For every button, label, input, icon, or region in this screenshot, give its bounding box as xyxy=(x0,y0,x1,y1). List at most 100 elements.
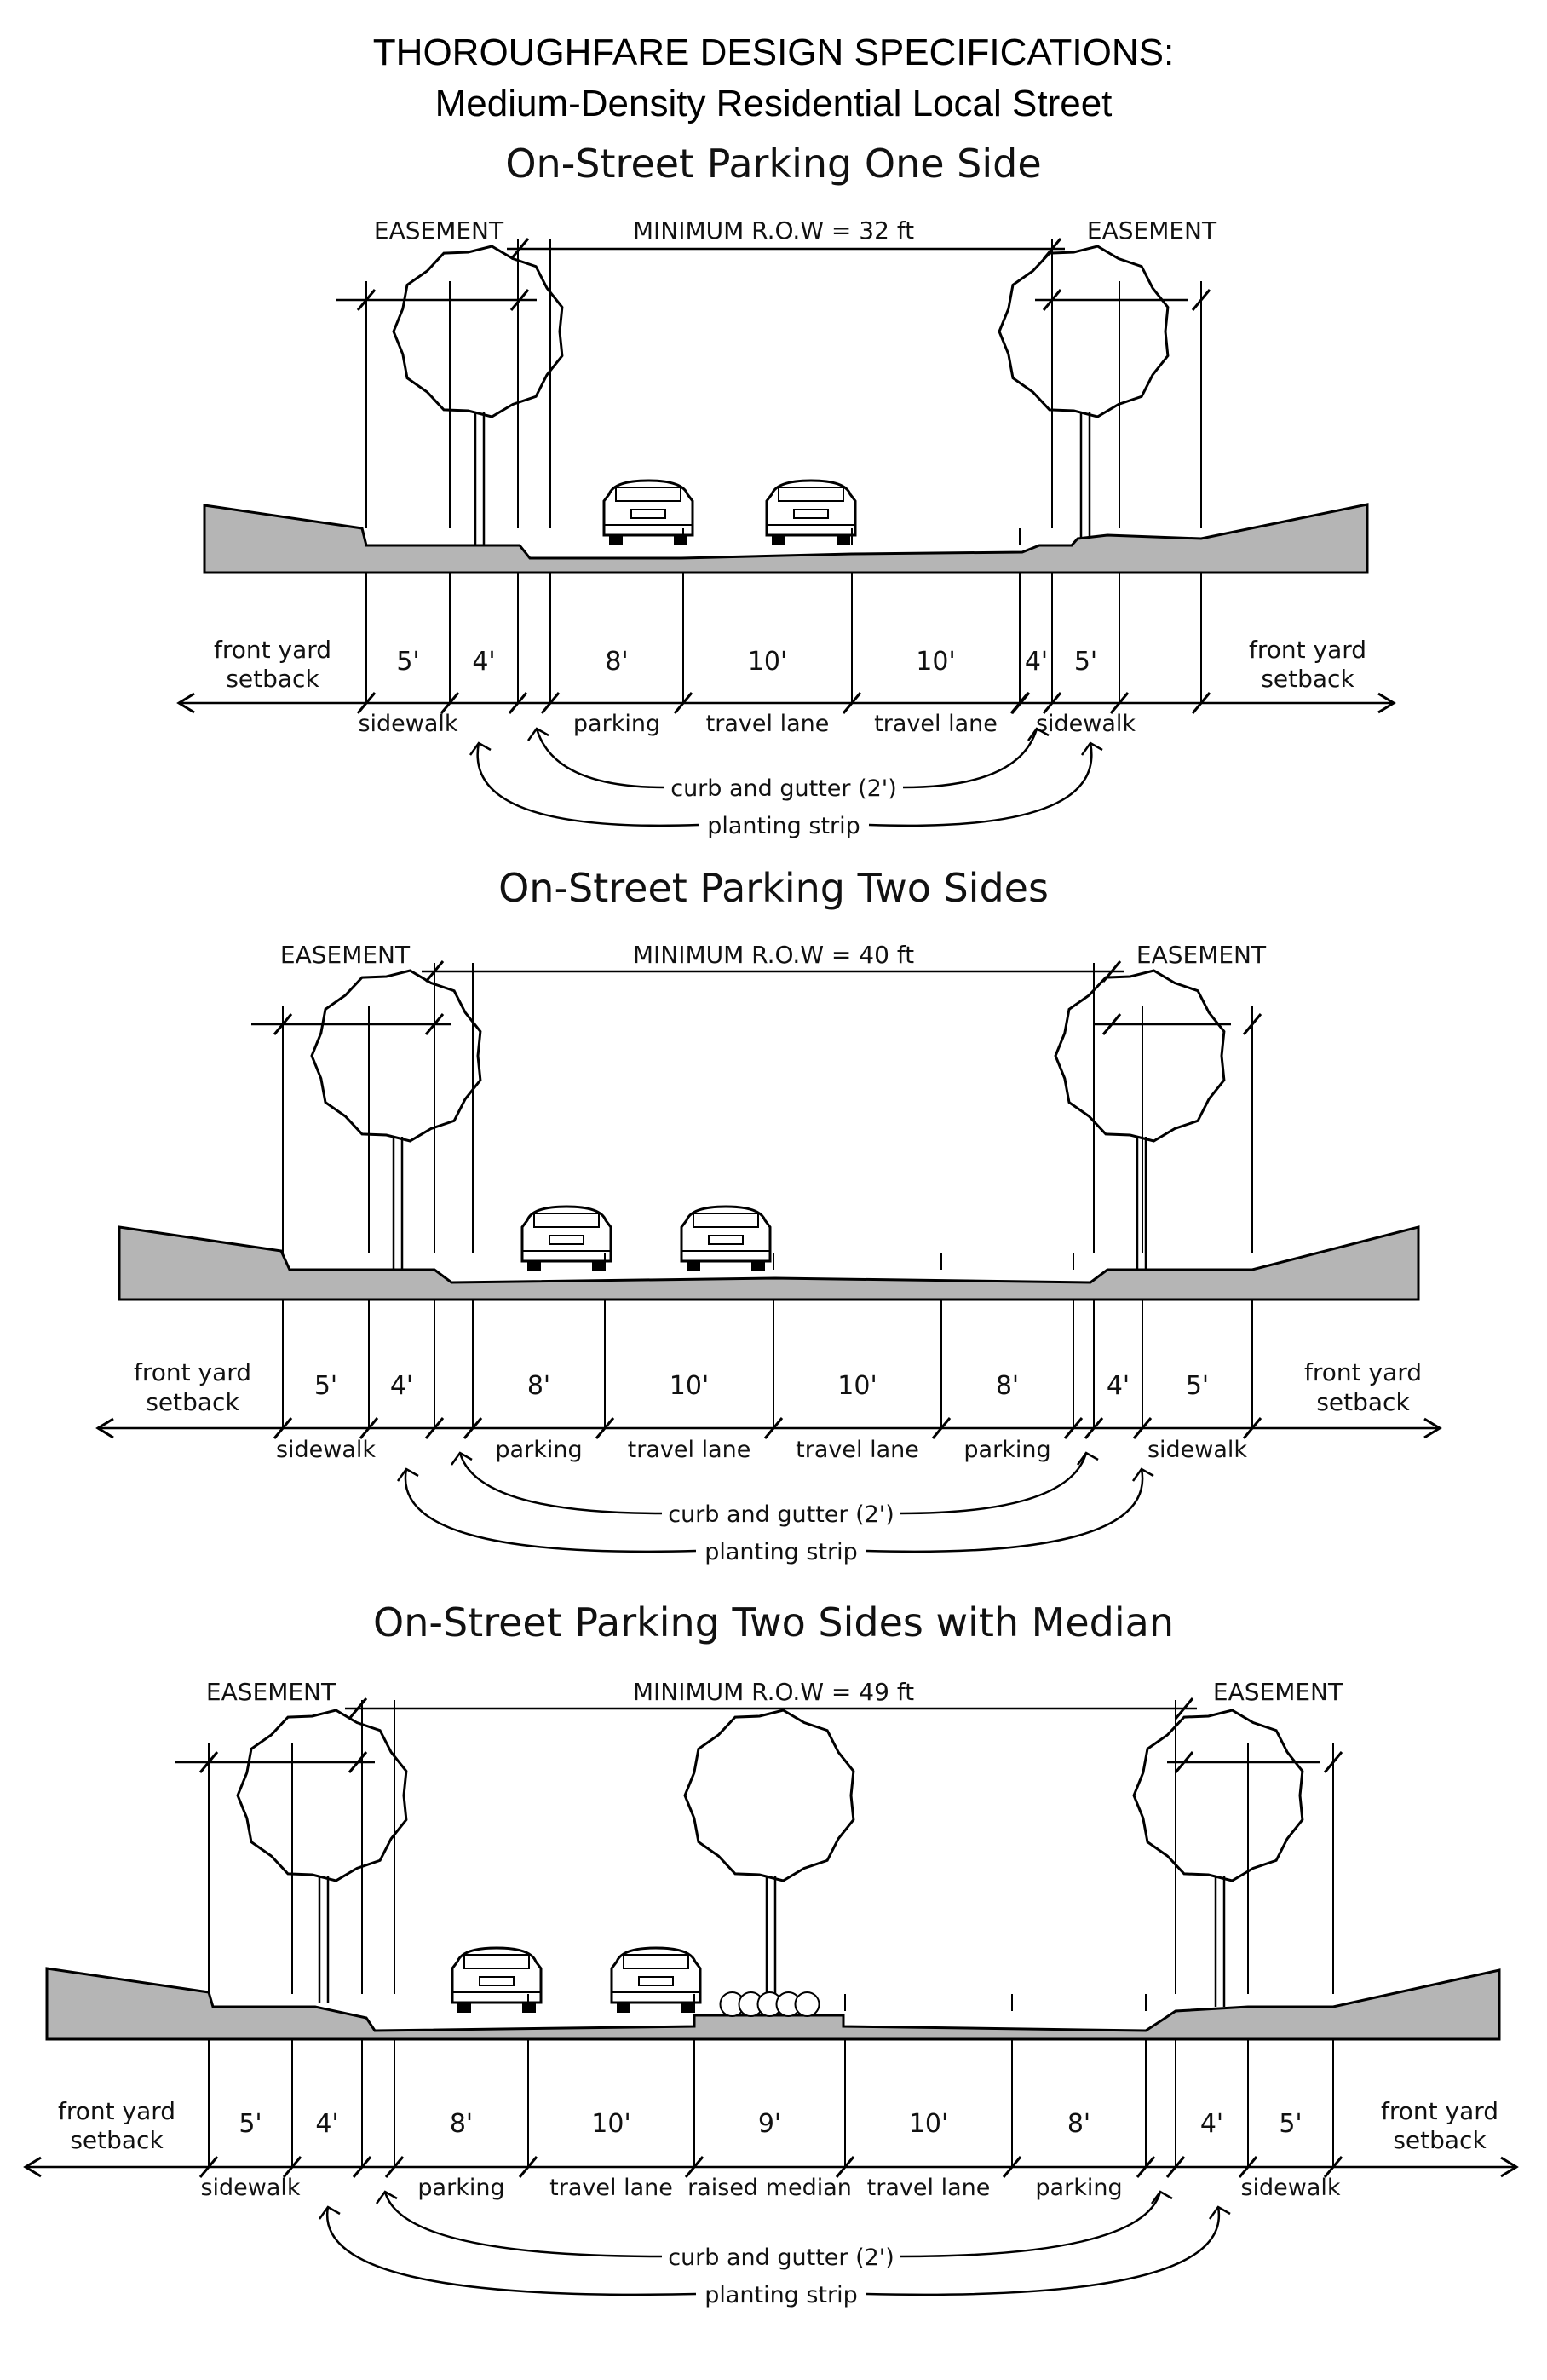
dimension-tick xyxy=(1174,1751,1194,1773)
segment-label: raised median xyxy=(687,2175,852,2201)
car-wheel xyxy=(617,2003,630,2013)
segment-width: 8' xyxy=(527,1371,550,1401)
segment-width: 10' xyxy=(591,2109,630,2139)
setback-label-right: setback xyxy=(1393,2126,1487,2154)
curb-callout-left xyxy=(535,728,665,789)
segment-label: sidewalk xyxy=(1036,711,1136,737)
car-plate xyxy=(549,1235,584,1245)
car-plate xyxy=(479,1976,515,1986)
planting-callout-left xyxy=(404,1468,697,1553)
curb-callout-left xyxy=(383,2191,663,2258)
segment-width: 4' xyxy=(390,1371,413,1401)
segment-label: travel lane xyxy=(874,711,998,737)
easement-label-left: EASEMENT xyxy=(280,941,411,969)
median-shrub xyxy=(794,1991,820,2017)
street-section-3: On-Street Parking Two Sides with MedianE… xyxy=(23,1599,1519,2308)
car-windshield xyxy=(693,1213,759,1228)
setback-label-right: setback xyxy=(1316,1388,1410,1416)
page-subtitle: Medium-Density Residential Local Street xyxy=(435,83,1113,124)
row-label: MINIMUM R.O.W = 40 ft xyxy=(633,941,914,969)
ground-section xyxy=(45,1967,1501,2041)
dimension-tick xyxy=(509,238,530,260)
segment-label: parking xyxy=(573,711,660,737)
segment-width: 4' xyxy=(1025,647,1048,677)
dimension-tick xyxy=(348,1751,368,1773)
curb-callout-left xyxy=(458,1452,663,1515)
segment-label: sidewalk xyxy=(200,2175,300,2201)
setback-label-right: setback xyxy=(1261,665,1354,693)
segment-width: 4' xyxy=(315,2109,338,2139)
tree-crown xyxy=(392,245,564,418)
setback-label-left: front yard xyxy=(58,2097,175,2125)
section-title: On-Street Parking Two Sides with Median xyxy=(373,1599,1174,1645)
segment-label: sidewalk xyxy=(358,711,457,737)
segment-width: 8' xyxy=(1067,2109,1090,2139)
arrow-head xyxy=(1423,1417,1442,1439)
segment-width: 4' xyxy=(1200,2109,1223,2139)
car xyxy=(602,479,694,545)
segment-width: 10' xyxy=(909,2109,948,2139)
segment-label: sidewalk xyxy=(1147,1437,1247,1463)
setback-label-left: front yard xyxy=(134,1358,251,1386)
car-plate xyxy=(630,509,666,519)
curb-gutter-label: curb and gutter (2') xyxy=(668,2245,894,2271)
segment-width: 5' xyxy=(1279,2109,1302,2139)
segment-width: 8' xyxy=(996,1371,1019,1401)
callout-arrow-head xyxy=(1131,1467,1154,1482)
car-windshield xyxy=(623,1954,689,1969)
tree-crown xyxy=(1054,969,1226,1143)
planting-callout-left xyxy=(325,2206,697,2296)
setback-label-left: setback xyxy=(70,2126,164,2154)
section-title: On-Street Parking One Side xyxy=(505,141,1041,187)
car xyxy=(520,1205,612,1271)
car-wheel xyxy=(527,1261,541,1271)
segment-width: 10' xyxy=(916,647,955,677)
car-wheel xyxy=(751,1261,765,1271)
segment-width: 8' xyxy=(450,2109,473,2139)
car xyxy=(451,1946,543,2013)
arrow-head xyxy=(1500,2156,1519,2178)
curb-gutter-label: curb and gutter (2') xyxy=(670,775,897,802)
tree-crown xyxy=(998,245,1170,418)
car-windshield xyxy=(463,1954,530,1969)
callout-arrow-head xyxy=(526,727,549,741)
callout-arrow-head xyxy=(1076,1451,1099,1466)
segment-label: travel lane xyxy=(796,1437,919,1463)
car-wheel xyxy=(837,535,850,545)
segment-label: travel lane xyxy=(628,1437,751,1463)
callout-arrow-head xyxy=(469,741,492,756)
segment-width: 5' xyxy=(314,1371,337,1401)
segment-label: sidewalk xyxy=(276,1437,376,1463)
planting-callout-right xyxy=(866,1468,1144,1553)
segment-width: 10' xyxy=(748,647,787,677)
car-wheel xyxy=(457,2003,471,2013)
segment-width: 5' xyxy=(1074,647,1097,677)
arrow-head xyxy=(95,1417,114,1439)
arrow-head xyxy=(176,692,195,714)
car-wheel xyxy=(681,2003,695,2013)
page-title: THOROUGHFARE DESIGN SPECIFICATIONS: xyxy=(373,32,1174,73)
callout-arrow-head xyxy=(375,2190,398,2204)
segment-label: travel lane xyxy=(549,2175,673,2201)
planting-strip-label: planting strip xyxy=(704,2282,858,2308)
planting-strip-label: planting strip xyxy=(707,813,860,839)
car xyxy=(610,1946,702,2013)
car xyxy=(680,1205,772,1271)
easement-label-left: EASEMENT xyxy=(206,1678,336,1706)
callout-arrow-head xyxy=(450,1451,473,1466)
easement-label-right: EASEMENT xyxy=(1213,1678,1343,1706)
callout-arrow-head xyxy=(1027,727,1050,741)
easement-label-left: EASEMENT xyxy=(374,216,504,245)
car-windshield xyxy=(533,1213,600,1228)
tree-crown xyxy=(1132,1709,1304,1882)
tree-crown xyxy=(683,1709,855,1882)
segment-width: 8' xyxy=(605,647,628,677)
curb-callout-right xyxy=(900,2191,1162,2258)
dimension-tick xyxy=(1174,1697,1194,1720)
segment-width: 10' xyxy=(837,1371,877,1401)
tree-crown xyxy=(236,1709,408,1882)
segment-label: sidewalk xyxy=(1240,2175,1340,2201)
setback-label-right: front yard xyxy=(1304,1358,1422,1386)
